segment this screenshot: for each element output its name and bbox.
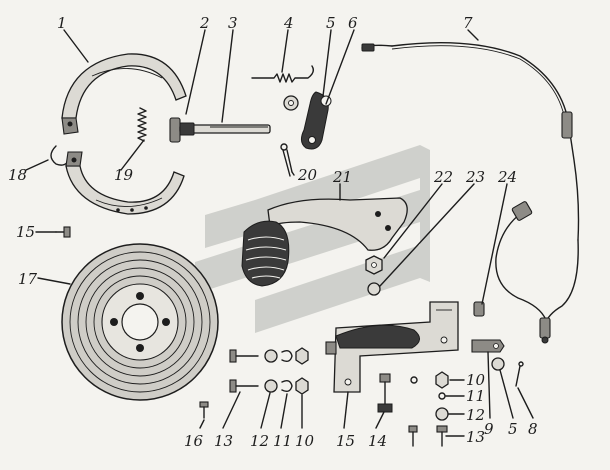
callout-10-right: 10 [466,371,486,389]
brake-drum [61,243,219,401]
pin-8 [515,361,524,387]
return-spring [137,107,147,142]
callout-19: 19 [114,166,134,184]
nut-row [295,347,309,395]
callout-14: 14 [368,432,387,450]
stud-pin [377,373,393,413]
screw-16 [199,401,209,419]
callout-13-right: 13 [466,428,485,446]
callout-9: 9 [484,420,494,438]
callout-numbers: 1 2 3 4 5 6 7 18 19 20 21 22 23 24 15 17… [8,14,538,450]
callout-12-left: 12 [250,432,269,450]
washer [283,95,299,111]
lock-washer [367,282,381,296]
callout-13-left: 13 [214,432,233,450]
cable-clip [473,301,485,317]
washer-5b [491,357,505,371]
callout-21: 21 [332,168,352,186]
lower-brake-shoe [65,151,185,215]
lock-washer-row [281,349,293,393]
callout-8: 8 [528,420,538,438]
callout-2: 2 [199,14,210,32]
brake-cable [361,41,580,344]
upper-brake-shoe [61,53,187,135]
small-bolt [55,226,71,238]
mounting-bracket [325,301,459,393]
bolt-upper [229,349,259,363]
callout-1: 1 [57,14,67,32]
washer-row [264,349,278,393]
callout-20: 20 [297,166,318,184]
callout-15-bottom: 15 [336,432,355,450]
callout-6: 6 [348,14,358,32]
right-hardware [408,371,449,447]
callout-11-right: 11 [466,387,485,405]
callout-5-right: 5 [508,420,518,438]
leader-lines [25,29,534,437]
callout-5: 5 [326,14,336,32]
callout-10-left: 10 [295,432,315,450]
nut [365,255,383,275]
callout-12-right: 12 [466,406,485,424]
hand-brake-lever [267,197,408,251]
cotter-pin [280,143,293,177]
callout-15-left: 15 [16,223,35,241]
callout-16: 16 [184,432,204,450]
callout-18: 18 [8,166,27,184]
clevis-9 [471,339,505,353]
expander-rod [179,122,271,136]
tension-spring [251,65,315,83]
callout-17: 17 [18,270,38,288]
callout-7: 7 [463,14,473,32]
adjuster-tappet [169,117,181,143]
callout-24: 24 [497,168,517,186]
callout-11-left: 11 [273,432,292,450]
pedal-pad [241,220,290,287]
callout-23: 23 [465,168,485,186]
callout-22: 22 [433,168,453,186]
callout-3: 3 [228,14,238,32]
callout-4: 4 [283,14,294,32]
bolt-lower [229,379,259,393]
